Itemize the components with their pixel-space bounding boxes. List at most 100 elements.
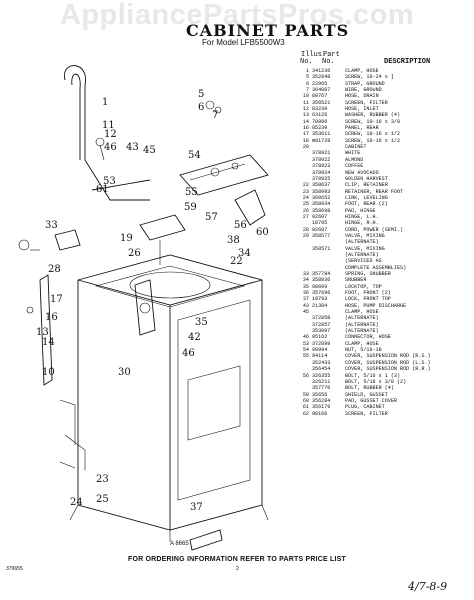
illus-number: 17 [302,131,309,138]
suspension-assembly [134,154,269,336]
part-number: 352433 [312,359,331,366]
part-number: 372857 [312,321,331,328]
part-description: GOLDEN HARVEST [345,175,388,182]
callout-label: 7 [212,110,218,121]
callout-label: 12 [104,129,117,140]
callout-label: 33 [45,220,58,231]
part-number: 356454 [312,366,331,373]
callout-label: 11 [102,120,115,131]
part-number: 357770 [312,385,331,392]
part-description: VALVE, MIXING [345,232,385,239]
part-description: WASHER, RUBBER (4) [345,112,401,119]
callout-label: 59 [184,202,197,213]
part-number: 22965 [312,80,328,87]
part-description: BOLT, 5/16 x 1 (3) [345,372,401,379]
callout-label: 35 [195,317,208,328]
callout-label: 16 [45,312,58,323]
part-description: SCREEN, FILTER [345,410,388,417]
illus-number: 37 [302,296,309,303]
illus-number: 46 [302,334,309,341]
part-description: (ALTERNATE) [345,251,379,258]
part-number: 378921 [312,150,331,157]
part-description: PAD, HINGE [345,207,376,214]
part-description: HOSE, DRAIN [345,93,379,100]
part-number: 356179 [312,404,331,411]
part-number: 83239 [312,106,328,113]
part-number: 357696 [312,290,331,297]
illus-number: 28 [302,226,309,233]
part-number: 378925 [312,175,331,182]
part-description: LOCKTOP, TOP [345,283,382,290]
part-description: (ALTERNATE) [345,328,379,335]
part-description: CABINET [345,144,367,151]
callout-label: 42 [188,332,201,343]
callout-label: 46 [104,142,117,153]
part-number: 357784 [312,271,331,277]
part-description: CORD, POWER (SEMI.) [345,226,404,233]
callout-label: 1 [102,97,108,108]
part-number: 80767 [312,93,328,100]
part-number: 378924 [312,169,331,176]
watermark: AppliancePartsPros.com [59,0,415,31]
col-header-no: No. [300,58,313,66]
handwritten-note: 4/7-8-9 [408,580,448,593]
part-number: 378923 [312,163,331,170]
page-subtitle: For Model LFB5500W3 [202,38,285,47]
callout-label: 19 [120,233,133,244]
part-number: 326355 [312,372,331,379]
part-description: LOCK, FRONT TOP [345,296,391,303]
callout-label: 46 [182,348,195,359]
col-header-part: Part [323,51,340,59]
part-number: 378922 [312,156,331,163]
callout-label: 22 [230,256,243,267]
part-description: SCREW, 10-16 x 1/2 [345,131,401,138]
parts-row: 372857(ALTERNATE) [292,322,474,328]
illus-number: 29 [302,232,309,239]
parts-row: 378921 WHITE [292,150,474,156]
part-number: 98609 [312,283,328,290]
parts-row: 378922 ALMOND [292,157,474,163]
parts-row: 372858(ALTERNATE) [292,315,474,321]
col-header-illus: Illus. [301,51,327,59]
part-description: SCREW, 10-16 x 3/8 [345,118,401,125]
callout-label: 28 [48,264,61,275]
part-number: 70896 [312,118,328,125]
part-number: 358836 [312,277,331,284]
illus-number: 23 [302,188,309,195]
part-description: STRAP, GROUND [345,80,385,87]
part-number: 353897 [312,328,331,335]
illus-number: 43 [302,302,309,309]
part-description: NEW AVOCADO [345,169,379,176]
part-number: 98166 [312,410,328,417]
part-description: CLAMP, HOSE [345,340,379,347]
part-number: 326211 [312,378,331,385]
part-description: ALMOND [345,156,364,163]
illus-number: 5 [305,74,309,81]
part-number: 360652 [312,194,331,201]
callout-label: 23 [96,474,109,485]
part-number: 356284 [312,397,331,404]
cabinet-drawing [69,254,269,542]
part-description: CLIP, RETAINER [345,182,388,189]
part-description: WHITE [345,150,361,157]
illus-number: 14 [302,118,309,125]
part-number: 352848 [312,74,331,81]
callout-label: 26 [128,248,141,259]
illus-number: 62 [302,410,309,417]
